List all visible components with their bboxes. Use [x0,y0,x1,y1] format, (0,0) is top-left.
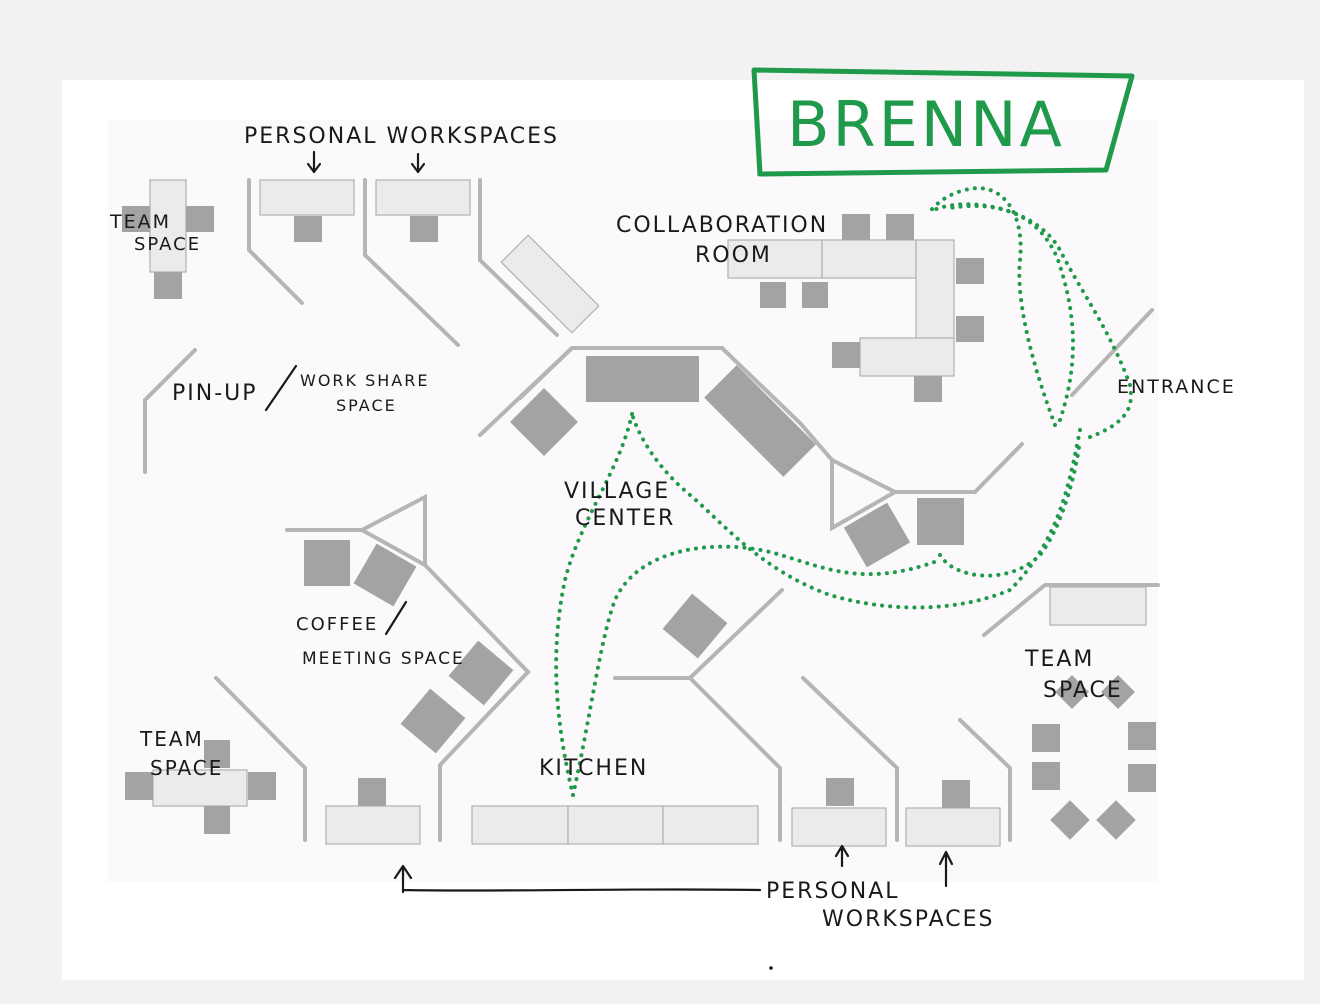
collab-table-2 [821,239,917,279]
collab-table-3 [915,239,955,341]
personal-desk-1 [259,179,355,216]
desks [149,179,1147,847]
movement-paths [554,186,1133,797]
walls [143,178,1160,842]
label-entrance: ENTRANCE [1117,376,1236,398]
label-team-space-bottom-left-1: TEAM [139,727,204,751]
coffee-slash [384,600,408,636]
pinup-slash [264,364,298,412]
arrow-to-personal-desk [393,864,762,894]
label-coffee: COFFEE [296,614,378,635]
label-team-space-bottom-left-2: SPACE [150,756,223,780]
label-team-space-top-left-2: SPACE [134,234,201,255]
label-village-center-1: VILLAGE [564,479,670,504]
label-kitchen: KITCHEN [539,756,648,781]
label-personal-workspaces-bottom-2: WORKSPACES [822,907,995,932]
right-counter [1049,586,1147,626]
label-pin-up: PIN-UP [172,381,258,406]
kitchen-counter-2 [567,805,664,845]
collab-table-1 [727,239,823,279]
annotations [264,150,954,970]
personal-desk-2 [375,179,471,216]
label-village-center-2: CENTER [575,506,675,531]
personal-desk-4 [791,807,887,847]
arrow-up-1 [834,844,850,868]
personal-desk-3 [325,805,421,845]
kitchen-counter-3 [662,805,759,845]
arrow-down-1 [306,150,322,174]
label-meeting-space: MEETING SPACE [302,649,465,669]
label-personal-workspaces-bottom-1: PERSONAL [766,879,900,904]
collab-table-4 [859,337,955,377]
floor-plan-area [108,120,1158,882]
labels: PERSONAL WORKSPACES TEAM SPACE COLLABORA… [109,124,1236,932]
team-table-bottom-left [152,769,248,807]
label-team-space-right-1: TEAM [1024,647,1094,672]
label-work-share-1: WORK SHARE [300,371,429,390]
arrow-down-2 [410,152,426,174]
kitchen-counter-1 [471,805,569,845]
angled-desk [500,234,600,334]
label-collaboration-room-2: ROOM [695,243,772,268]
personal-desk-5 [905,807,1001,847]
arrow-up-2 [938,850,954,888]
title-text: BRENNA [787,88,1065,161]
chairs [122,206,1156,840]
label-work-share-2: SPACE [336,396,397,415]
label-personal-workspaces-top: PERSONAL WORKSPACES [244,124,559,149]
label-team-space-top-left-1: TEAM [109,211,171,233]
title-box: BRENNA [751,67,1135,177]
label-team-space-right-2: SPACE [1043,678,1123,703]
label-collaboration-room-1: COLLABORATION [616,213,828,238]
